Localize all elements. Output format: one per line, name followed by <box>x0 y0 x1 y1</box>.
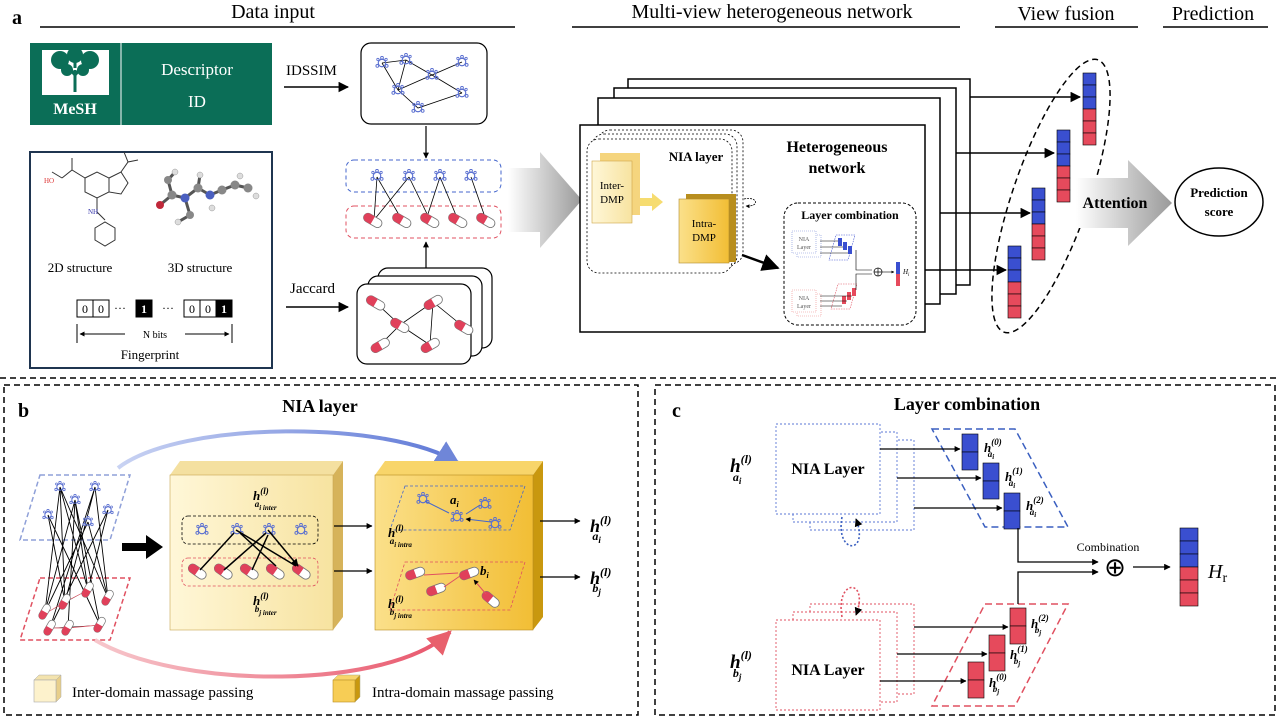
svg-text:H: H <box>902 268 909 276</box>
svg-text:···: ··· <box>162 301 174 315</box>
mesh-tree-icon <box>42 47 109 95</box>
svg-text:1: 1 <box>221 302 227 316</box>
attention-label: Attention <box>1083 195 1148 212</box>
h-out-a: h(l)ai <box>590 513 611 545</box>
drug-disease-bipartite <box>345 159 502 239</box>
svg-text:NIA: NIA <box>799 237 810 243</box>
red-embedding-group: h(2)bj h(1)bj h(0)bj <box>930 603 1070 707</box>
panel-c-letter: c <box>672 400 681 422</box>
panel-a-letter: a <box>12 7 22 29</box>
prediction-score-line2: score <box>1205 204 1234 219</box>
nia-layer-bottom-label: NIA Layer <box>791 662 864 679</box>
svg-text:Intra-: Intra- <box>692 218 717 230</box>
mesh-descriptor-box: MeSH Descriptor ID <box>30 43 272 125</box>
legend-inter-label: Inter-domain massage passing <box>72 685 254 701</box>
svg-text:DMP: DMP <box>692 232 716 244</box>
big-flow-arrow-1 <box>508 152 582 248</box>
h-out-b: h(l)bj <box>590 565 611 597</box>
svg-text:0: 0 <box>205 302 211 316</box>
intra-domain-cube: ai bi h(l)ai intra h(l)bj intra <box>374 461 543 631</box>
svg-text:Layer: Layer <box>797 304 811 310</box>
prediction-score-line1: Prediction <box>1190 185 1248 200</box>
hr-vector <box>1179 527 1199 607</box>
hr-label: Hr <box>1207 561 1227 586</box>
red-skip-arc <box>93 630 452 679</box>
svg-text:h(1)bj: h(1)bj <box>1010 644 1028 668</box>
h-intra-b: h(l)bj intra <box>388 594 412 620</box>
3d-structure-label: 3D structure <box>168 260 233 275</box>
inter-domain-cube: h(l)ai inter h(l)bj inter <box>169 461 343 631</box>
svg-text:h(0)bj: h(0)bj <box>989 672 1007 696</box>
header-prediction: Prediction <box>1172 3 1254 25</box>
svg-text:h(2)bj: h(2)bj <box>1031 613 1049 637</box>
id-label: ID <box>188 92 206 111</box>
svg-text:0: 0 <box>98 302 104 316</box>
nia-stack-top: NIA Layer <box>775 423 915 547</box>
panel-a: a Data input Multi-view heterogeneous ne… <box>12 1 1268 369</box>
nia-stack-bottom: NIA Layer <box>775 586 915 711</box>
svg-text:···: ··· <box>114 301 126 315</box>
inter-to-intra-arrow <box>640 193 663 211</box>
b-i-label: bi <box>480 563 490 580</box>
big-black-arrow <box>122 535 163 559</box>
drug-structure-box: HO NH 2D structure <box>29 151 273 369</box>
blue-skip-arc <box>116 429 461 470</box>
h-intra-a: h(l)ai intra <box>388 523 412 549</box>
svg-text:h(1)ai: h(1)ai <box>1005 466 1023 490</box>
svg-text:DMP: DMP <box>600 194 624 206</box>
header-multiview: Multi-view heterogeneous network <box>631 1 912 23</box>
drug-similarity-graph-stack <box>356 267 493 365</box>
idssim-label: IDSSIM <box>286 63 337 79</box>
view-fusion-vectors <box>991 58 1111 334</box>
svg-text:i: i <box>908 273 910 278</box>
jaccard-label: Jaccard <box>290 281 335 297</box>
header-view-fusion: View fusion <box>1017 3 1114 25</box>
header-data-input: Data input <box>231 1 315 23</box>
svg-text:h(2)ai: h(2)ai <box>1026 495 1044 519</box>
h-ai-label: h(l)ai <box>730 452 752 486</box>
fingerprint-label: Fingerprint <box>121 347 180 362</box>
legend-intra-label: Intra-domain massage passing <box>372 685 554 701</box>
h-inter-a: h(l)ai inter <box>253 486 277 512</box>
a-i-label: ai <box>450 492 460 509</box>
panel-b-legend: Inter-domain massage passing Intra-domai… <box>33 674 554 703</box>
svg-text:0: 0 <box>82 302 88 316</box>
panel-b: b NIA layer <box>3 384 639 716</box>
nia-layer-label: NIA layer <box>669 149 724 164</box>
svg-text:0: 0 <box>189 302 195 316</box>
svg-text:Inter-: Inter- <box>600 180 625 192</box>
2d-structure-label: 2D structure <box>48 260 113 275</box>
svg-text:h(0)ai: h(0)ai <box>984 437 1002 461</box>
attention-arrow <box>1076 160 1172 246</box>
h-bj-label: h(l)bj <box>730 648 752 682</box>
multiview-stack: Heterogeneous network NIA layer Inter- D… <box>579 78 971 333</box>
fingerprint-bits: 0 0 ··· 1 ··· 0 0 1 <box>76 299 233 318</box>
oplus-operator: ⊕ <box>1104 553 1126 582</box>
panel-b-title: NIA layer <box>282 396 358 416</box>
svg-text:NIA: NIA <box>799 296 810 302</box>
nia-layer-top-label: NIA Layer <box>791 461 864 478</box>
disease-similarity-graph <box>360 42 488 125</box>
layer-combination-small-label: Layer combination <box>801 208 899 222</box>
2d-structure-drawing <box>51 151 139 247</box>
svg-text:Layer: Layer <box>797 245 811 251</box>
n-bits-label: N bits <box>143 330 167 341</box>
panel-b-letter: b <box>18 400 29 422</box>
h-inter-b: h(l)bj inter <box>253 591 277 617</box>
combination-label: Combination <box>1077 540 1140 554</box>
input-bipartite-graph <box>18 474 132 641</box>
prediction-score-node <box>1174 167 1264 237</box>
hetero-line1: Heterogeneous <box>786 139 887 156</box>
descriptor-label: Descriptor <box>161 60 233 79</box>
panel-c-title: Layer combination <box>894 394 1040 414</box>
3d-structure-drawing <box>156 168 260 226</box>
svg-text:1: 1 <box>141 302 147 316</box>
svg-text:HO: HO <box>44 177 54 185</box>
hetero-line2: network <box>809 160 866 177</box>
mesh-logo-text: MeSH <box>53 101 97 118</box>
svg-text:NH: NH <box>88 208 98 216</box>
panel-c: c Layer combination NIA Layer h(l)ai NIA… <box>654 384 1276 716</box>
blue-embedding-group: h(0)ai h(1)ai h(2)ai <box>930 428 1070 530</box>
